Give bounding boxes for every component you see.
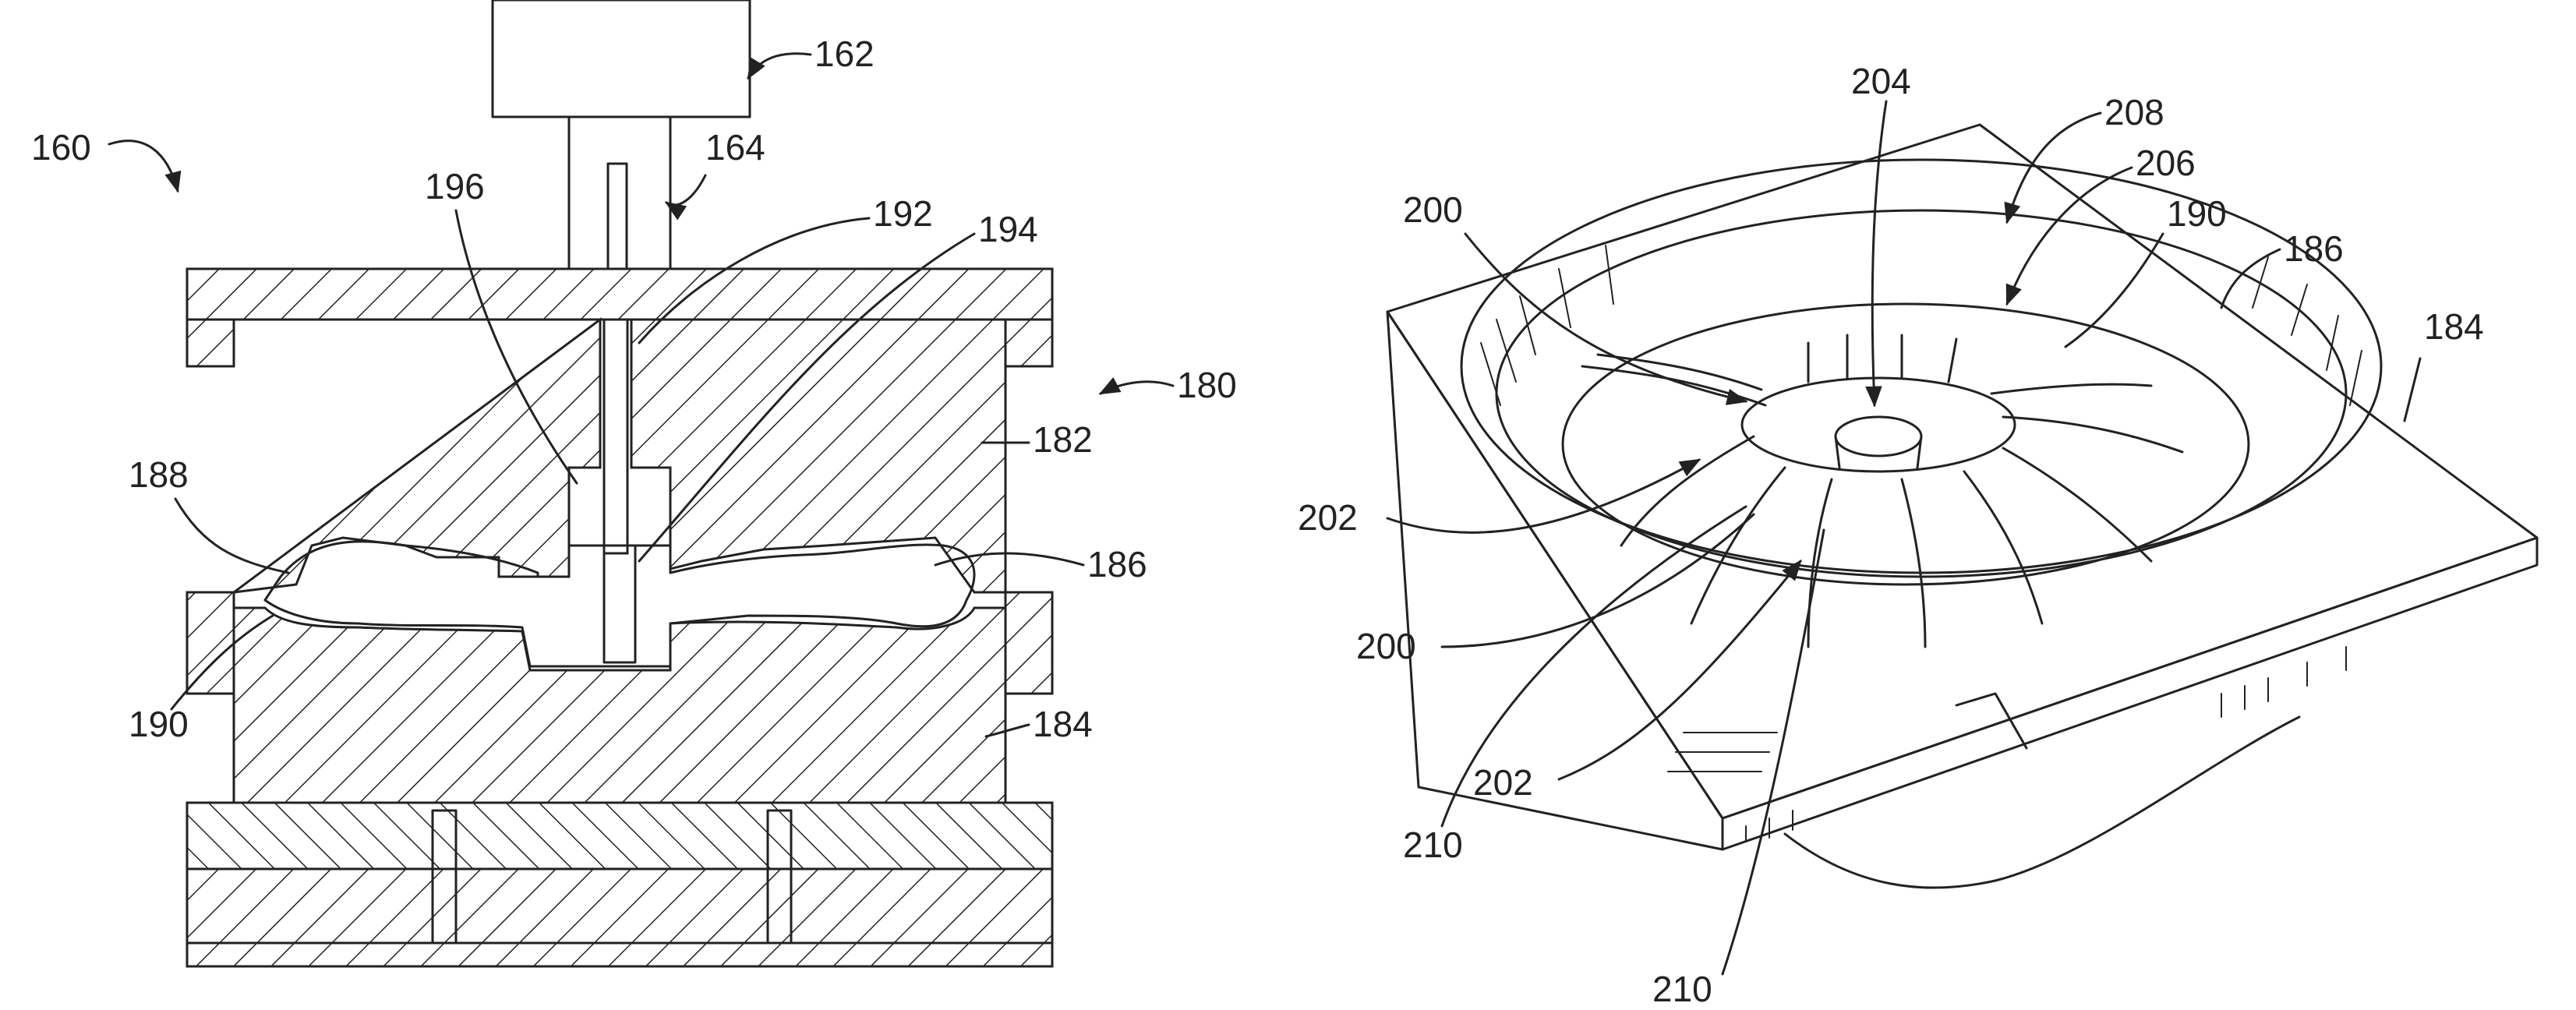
label-202a: 202: [1298, 497, 1358, 538]
label-194: 194: [978, 209, 1038, 249]
label-208: 208: [2104, 92, 2164, 132]
label-184: 184: [1033, 704, 1093, 744]
vanes: [1582, 335, 2182, 647]
actuator-block: [493, 0, 750, 117]
hub-bore: [1836, 417, 1921, 456]
label-196: 196: [425, 166, 485, 207]
label-182: 182: [1033, 419, 1093, 460]
ejector-plate-lower: [187, 869, 1052, 943]
label-184r: 184: [2424, 306, 2484, 347]
bottom-rail: [187, 943, 1052, 966]
label-210a: 210: [1403, 825, 1463, 865]
rod-lower: [604, 546, 635, 662]
flange-notch: [1956, 694, 2027, 748]
label-160: 160: [31, 127, 91, 168]
hub-bore-wall: [1836, 436, 1921, 468]
dish-underside: [1785, 717, 2299, 888]
label-162: 162: [814, 34, 875, 74]
label-186r: 186: [2284, 228, 2344, 269]
rod-upper: [608, 164, 627, 273]
molded-part-perspective: 204 208 206 200 190 186 184 202 200 210 …: [1298, 61, 2537, 1009]
base-plate-edge-right: [1723, 538, 2537, 849]
label-180: 180: [1177, 365, 1237, 405]
label-188: 188: [129, 454, 189, 495]
outer-rim: [1461, 160, 2381, 573]
left-guide: [187, 592, 234, 694]
base-plate-top: [1387, 125, 2537, 818]
base-plate-edge-left: [1387, 312, 1723, 849]
rod-channel: [604, 320, 627, 553]
label-202b: 202: [1473, 762, 1533, 803]
label-190: 190: [129, 704, 189, 744]
label-164: 164: [705, 127, 765, 168]
actuator-shaft: [569, 117, 670, 269]
inner-rim: [1496, 210, 2346, 577]
top-plate-flange-left: [187, 320, 234, 366]
ejector-plate-upper: [187, 803, 1052, 869]
label-206: 206: [2136, 143, 2196, 183]
top-plate: [187, 269, 1052, 320]
label-190r: 190: [2167, 193, 2227, 234]
label-210b: 210: [1652, 969, 1712, 1009]
mold-cross-section: 160 162 164 196 192 194 180 182 188 186 …: [31, 0, 1237, 966]
top-plate-flange-right: [1005, 320, 1052, 366]
edge-shading: [1668, 647, 2346, 842]
label-192: 192: [873, 193, 933, 234]
lower-mold-half: [234, 608, 1005, 803]
label-200b: 200: [1356, 626, 1416, 666]
label-200a: 200: [1403, 189, 1463, 230]
label-204: 204: [1851, 61, 1911, 101]
label-186: 186: [1087, 544, 1147, 584]
inner-floor: [1563, 304, 2249, 584]
right-guide: [1005, 592, 1052, 694]
hub-outer: [1742, 378, 2015, 471]
